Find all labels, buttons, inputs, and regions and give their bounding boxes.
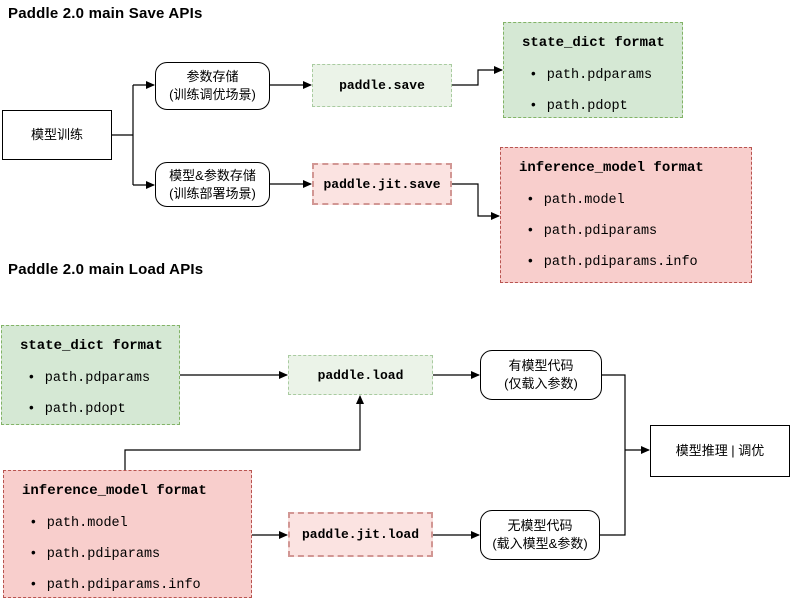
format-item: path.pdiparams.info <box>519 252 745 271</box>
format-title: inference_model format <box>22 483 207 499</box>
param-store-node: 参数存储 (训练调优场景) <box>155 62 270 110</box>
with-model-code-node: 有模型代码 (仅载入参数) <box>480 350 602 400</box>
load-section-title: Paddle 2.0 main Load APIs <box>8 261 204 278</box>
model-training-label: 模型训练 <box>30 127 83 143</box>
format-item: path.pdiparams.info <box>22 575 245 594</box>
format-item: path.model <box>519 190 745 209</box>
param-store-line1: 参数存储 <box>186 69 239 85</box>
param-store-line2: (训练调优场景) <box>169 87 256 102</box>
format-item: path.pdiparams <box>22 544 245 563</box>
edge-merge-to-inference-tuning <box>600 374 649 536</box>
save-section-title: Paddle 2.0 main Save APIs <box>8 5 203 22</box>
without-model-code-line2: (载入模型&参数) <box>492 536 588 551</box>
inference-model-format-box-load: inference_model format path.model path.p… <box>3 470 252 598</box>
paddle-jit-save-api-node: paddle.jit.save <box>312 163 452 205</box>
format-item: path.pdiparams <box>519 221 745 240</box>
edge-training-trunk <box>112 85 134 185</box>
state-dict-format-box-load: state_dict format path.pdparams path.pdo… <box>1 325 180 425</box>
paddle-jit-load-label: paddle.jit.load <box>301 527 420 542</box>
model-param-store-node: 模型&参数存储 (训练部署场景) <box>155 162 270 207</box>
format-item: path.pdparams <box>20 368 173 387</box>
format-item: path.pdparams <box>522 65 676 84</box>
format-item: path.model <box>22 513 245 532</box>
paddle-jit-load-api-node: paddle.jit.load <box>288 512 433 557</box>
model-param-store-line1: 模型&参数存储 <box>169 167 256 183</box>
edge-inference-to-paddle-load <box>124 395 364 470</box>
without-model-code-line1: 无模型代码 <box>507 518 573 534</box>
state-dict-format-box-save: state_dict format path.pdparams path.pdo… <box>503 22 683 118</box>
format-title: inference_model format <box>519 160 704 176</box>
inference-model-format-box-save: inference_model format path.model path.p… <box>500 147 752 283</box>
paddle-save-label: paddle.save <box>339 78 425 93</box>
edge-paddle-save-to-state-dict <box>452 66 503 86</box>
with-model-code-line2: (仅载入参数) <box>504 376 578 391</box>
model-inference-tuning-node: 模型推理 | 调优 <box>650 425 790 477</box>
format-title: state_dict format <box>522 35 665 51</box>
format-item: path.pdopt <box>20 399 173 418</box>
paddle-save-api-node: paddle.save <box>312 64 452 107</box>
paddle-load-api-node: paddle.load <box>288 355 433 395</box>
paddle-jit-save-label: paddle.jit.save <box>323 176 441 192</box>
without-model-code-node: 无模型代码 (载入模型&参数) <box>480 510 600 560</box>
with-model-code-line1: 有模型代码 <box>508 358 574 374</box>
model-inference-tuning-label: 模型推理 | 调优 <box>675 443 765 459</box>
model-param-store-line2: (训练部署场景) <box>169 185 256 201</box>
edge-jit-save-to-inference-model <box>452 183 500 220</box>
format-title: state_dict format <box>20 338 163 354</box>
paddle-load-label: paddle.load <box>317 367 404 383</box>
model-training-node: 模型训练 <box>2 110 112 160</box>
format-item: path.pdopt <box>522 96 676 115</box>
